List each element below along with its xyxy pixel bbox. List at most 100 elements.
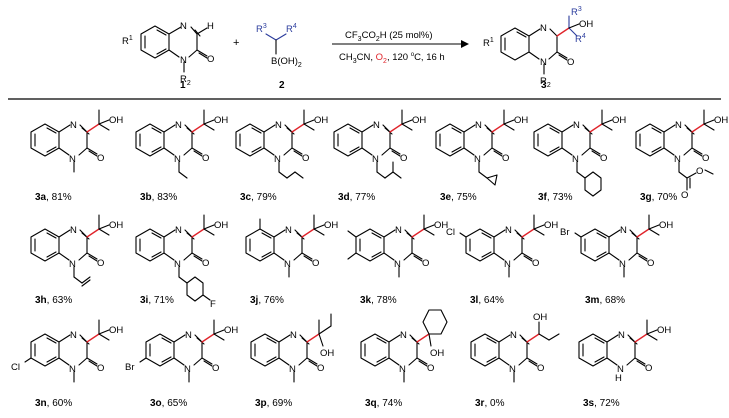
- n-atom-label: N: [618, 330, 625, 341]
- reactant-2-id: 2: [279, 80, 285, 91]
- n-atom-label: N: [69, 259, 76, 270]
- n-atom-label: N: [400, 330, 407, 341]
- n-atom-label: N: [504, 259, 511, 270]
- o-atom-label: O: [422, 258, 429, 269]
- o-atom-label: O: [532, 258, 539, 269]
- compound-id: 3m: [585, 295, 600, 306]
- compound-yield: , 70%: [652, 192, 678, 203]
- reactant-1-id: 1: [180, 80, 186, 91]
- compound-id: 3s: [583, 398, 595, 409]
- n-atom-label: N: [372, 154, 379, 165]
- compound-label: 3a, 81%: [35, 192, 72, 203]
- compound-label: 3f, 73%: [538, 192, 573, 203]
- oh-label: OH: [109, 115, 123, 126]
- o-atom-label: O: [647, 258, 654, 269]
- compound-label: 3r, 0%: [475, 398, 505, 409]
- oh-label: OH: [514, 115, 528, 126]
- compound-id: 3f: [538, 192, 548, 203]
- oh-label: OH: [579, 19, 593, 30]
- br-atom-label: Br: [125, 362, 135, 373]
- oh-label: OH: [412, 115, 426, 126]
- o-atom-label: O: [696, 166, 703, 177]
- o-atom-label: O: [681, 190, 688, 201]
- compound-yield: , 73%: [547, 192, 573, 203]
- compound-id: 3j: [250, 295, 259, 306]
- compound-yield: , 68%: [599, 295, 625, 306]
- o-atom-label: O: [97, 153, 104, 164]
- o-atom-label: O: [312, 258, 319, 269]
- compound-label: 3e, 75%: [440, 192, 477, 203]
- compound-id: 3a: [35, 192, 47, 203]
- r1-label: R1: [122, 35, 133, 47]
- oh-label: OH: [657, 325, 671, 336]
- compound-yield: , 75%: [451, 192, 477, 203]
- n-atom-label: N: [290, 330, 297, 341]
- n-atom-label: N: [620, 225, 627, 236]
- reaction-conditions-line-1: CF3CO2H (25 mol%): [345, 30, 433, 43]
- oh-label: OH: [320, 348, 334, 359]
- n-atom-label: N: [284, 259, 291, 270]
- n-atom-label: N: [69, 154, 76, 165]
- n-atom-label: N: [180, 55, 187, 66]
- o-atom-label: O: [212, 363, 219, 374]
- compound-label: 3g, 70%: [640, 192, 677, 203]
- compound-yield: , 0%: [484, 398, 504, 409]
- n-atom-label: N: [70, 120, 77, 131]
- n-atom-label: N: [619, 259, 626, 270]
- h-atom-label: H: [615, 373, 622, 384]
- n-atom-label: N: [174, 154, 181, 165]
- n-atom-label: N: [373, 120, 380, 131]
- oh-label: OH: [544, 220, 558, 231]
- o-atom-label: O: [427, 363, 434, 374]
- reactant-2-structure: R3 R4 B(OH)2: [256, 23, 302, 69]
- n-atom-label: N: [572, 154, 579, 165]
- oh-label: OH: [109, 325, 123, 336]
- oh-label: OH: [214, 220, 228, 231]
- oh-label: OH: [659, 220, 673, 231]
- n-atom-label: N: [175, 120, 182, 131]
- product-3d: N N O OH: [333, 109, 426, 179]
- oh-label: OH: [533, 312, 547, 323]
- compound-label: 3q, 74%: [365, 398, 402, 409]
- compound-yield: , 77%: [350, 192, 376, 203]
- n-atom-label: N: [540, 57, 547, 68]
- f-atom-label: F: [210, 299, 216, 310]
- compound-id: 3r: [475, 398, 485, 409]
- n-atom-label: N: [175, 225, 182, 236]
- o-atom-label: O: [202, 258, 209, 269]
- cl-atom-label: Cl: [11, 362, 20, 373]
- r3-label: R3: [571, 6, 582, 18]
- n-atom-label: N: [505, 225, 512, 236]
- compound-id: 3b: [140, 192, 152, 203]
- r2-label: R2: [180, 74, 191, 87]
- compound-yield: , 79%: [251, 192, 277, 203]
- o-atom-label: O: [400, 153, 407, 164]
- compound-label: 3d, 77%: [338, 192, 375, 203]
- compound-label: 3s, 72%: [583, 398, 620, 409]
- oh-label: OH: [224, 325, 238, 336]
- compound-yield: , 64%: [478, 295, 504, 306]
- product-3p: N N O OH: [250, 313, 334, 383]
- compound-label: 3l, 64%: [470, 295, 504, 306]
- o-atom-label: O: [207, 54, 214, 65]
- compound-label: 3p, 69%: [255, 398, 292, 409]
- compound-id: 3o: [150, 398, 162, 409]
- n-atom-label: N: [509, 364, 516, 375]
- n-atom-label: N: [474, 154, 481, 165]
- n-atom-label: N: [289, 364, 296, 375]
- o-atom-label: O: [317, 363, 324, 374]
- r4-label: R4: [286, 23, 297, 35]
- o-atom-label: O: [600, 153, 607, 164]
- compound-id: 3n: [35, 398, 47, 409]
- compound-yield: , 69%: [267, 398, 293, 409]
